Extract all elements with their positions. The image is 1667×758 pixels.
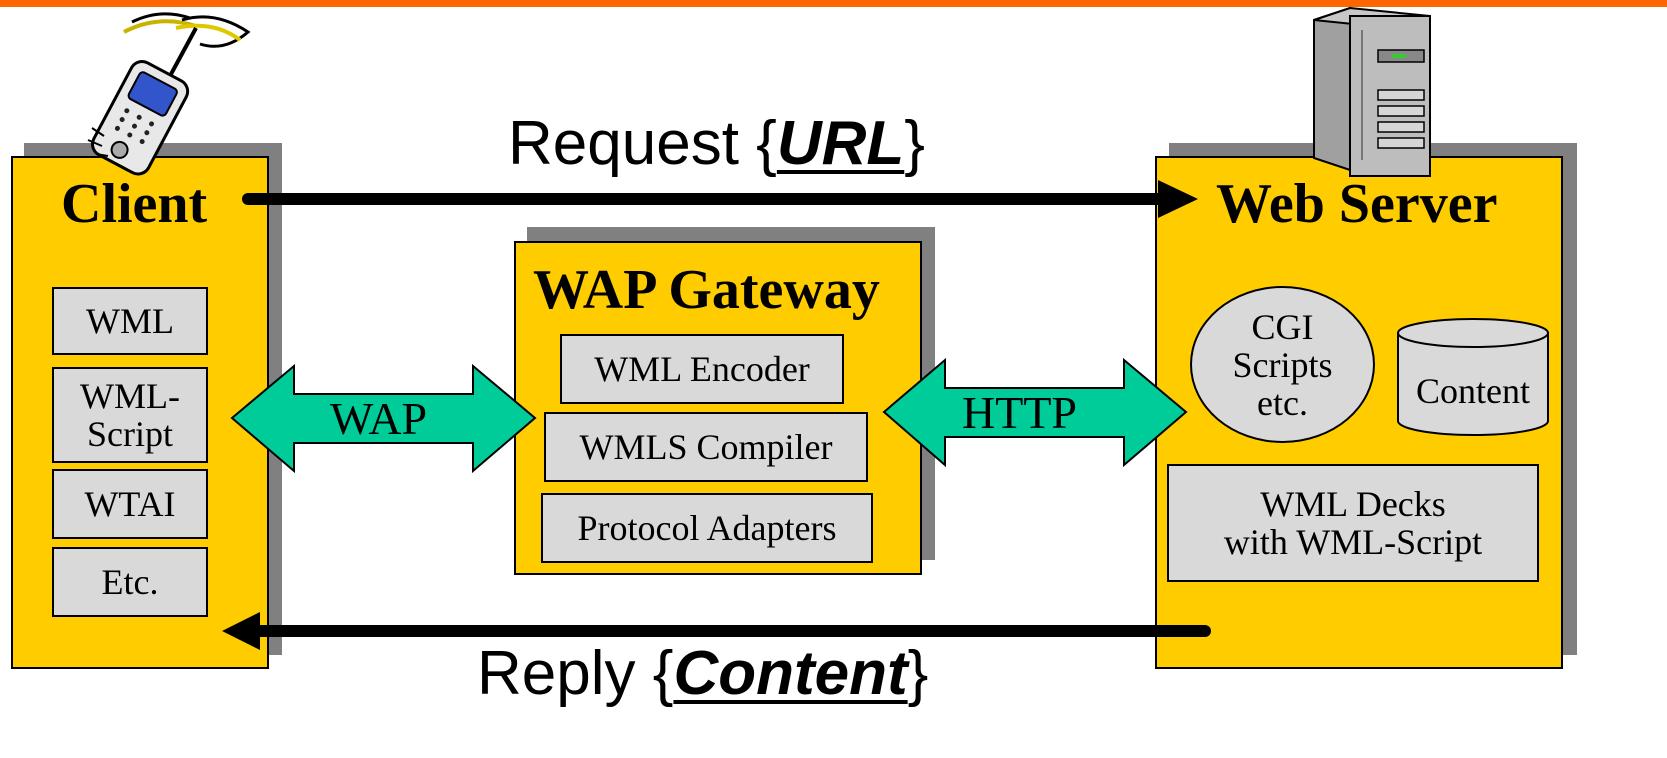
reply-suffix: }: [907, 639, 929, 708]
server-wml-decks: WML Decks with WML-Script: [1167, 464, 1539, 582]
wap-double-arrow: [230, 363, 537, 474]
content-database-icon: [1397, 318, 1549, 436]
http-protocol-label: HTTP: [962, 387, 1077, 438]
http-double-arrow: [882, 357, 1188, 468]
client-item-etc: Etc.: [52, 547, 208, 617]
request-label: Request {URL}: [508, 108, 925, 179]
server-title: Web Server: [1216, 173, 1498, 235]
server-cgi-scripts: CGI Scripts etc.: [1190, 286, 1375, 443]
gateway-item-wml-encoder: WML Encoder: [560, 334, 844, 404]
client-item-wmlscript: WML- Script: [52, 367, 208, 463]
request-suffix: }: [904, 109, 925, 178]
client-title: Client: [61, 173, 208, 235]
reply-arrow: [222, 612, 1211, 650]
wap-protocol-label: WAP: [330, 393, 428, 444]
reply-emphasis: Content: [673, 639, 908, 708]
gateway-item-protocol-adapters: Protocol Adapters: [541, 493, 873, 563]
client-item-wml: WML: [52, 287, 208, 355]
mobile-phone-icon: [87, 12, 251, 176]
request-prefix: Request {: [508, 109, 777, 178]
client-item-wtai: WTAI: [52, 469, 208, 539]
top-accent-bar: [0, 0, 1667, 7]
request-emphasis: URL: [776, 109, 905, 178]
gateway-title: WAP Gateway: [533, 259, 880, 321]
server-tower-icon: [1313, 6, 1431, 177]
server-content-label: Content: [1416, 371, 1530, 411]
reply-prefix: Reply {: [477, 639, 674, 708]
request-arrow: [242, 180, 1198, 218]
gateway-item-wmls-compiler: WMLS Compiler: [544, 412, 868, 482]
reply-label: Reply {Content}: [477, 638, 928, 709]
